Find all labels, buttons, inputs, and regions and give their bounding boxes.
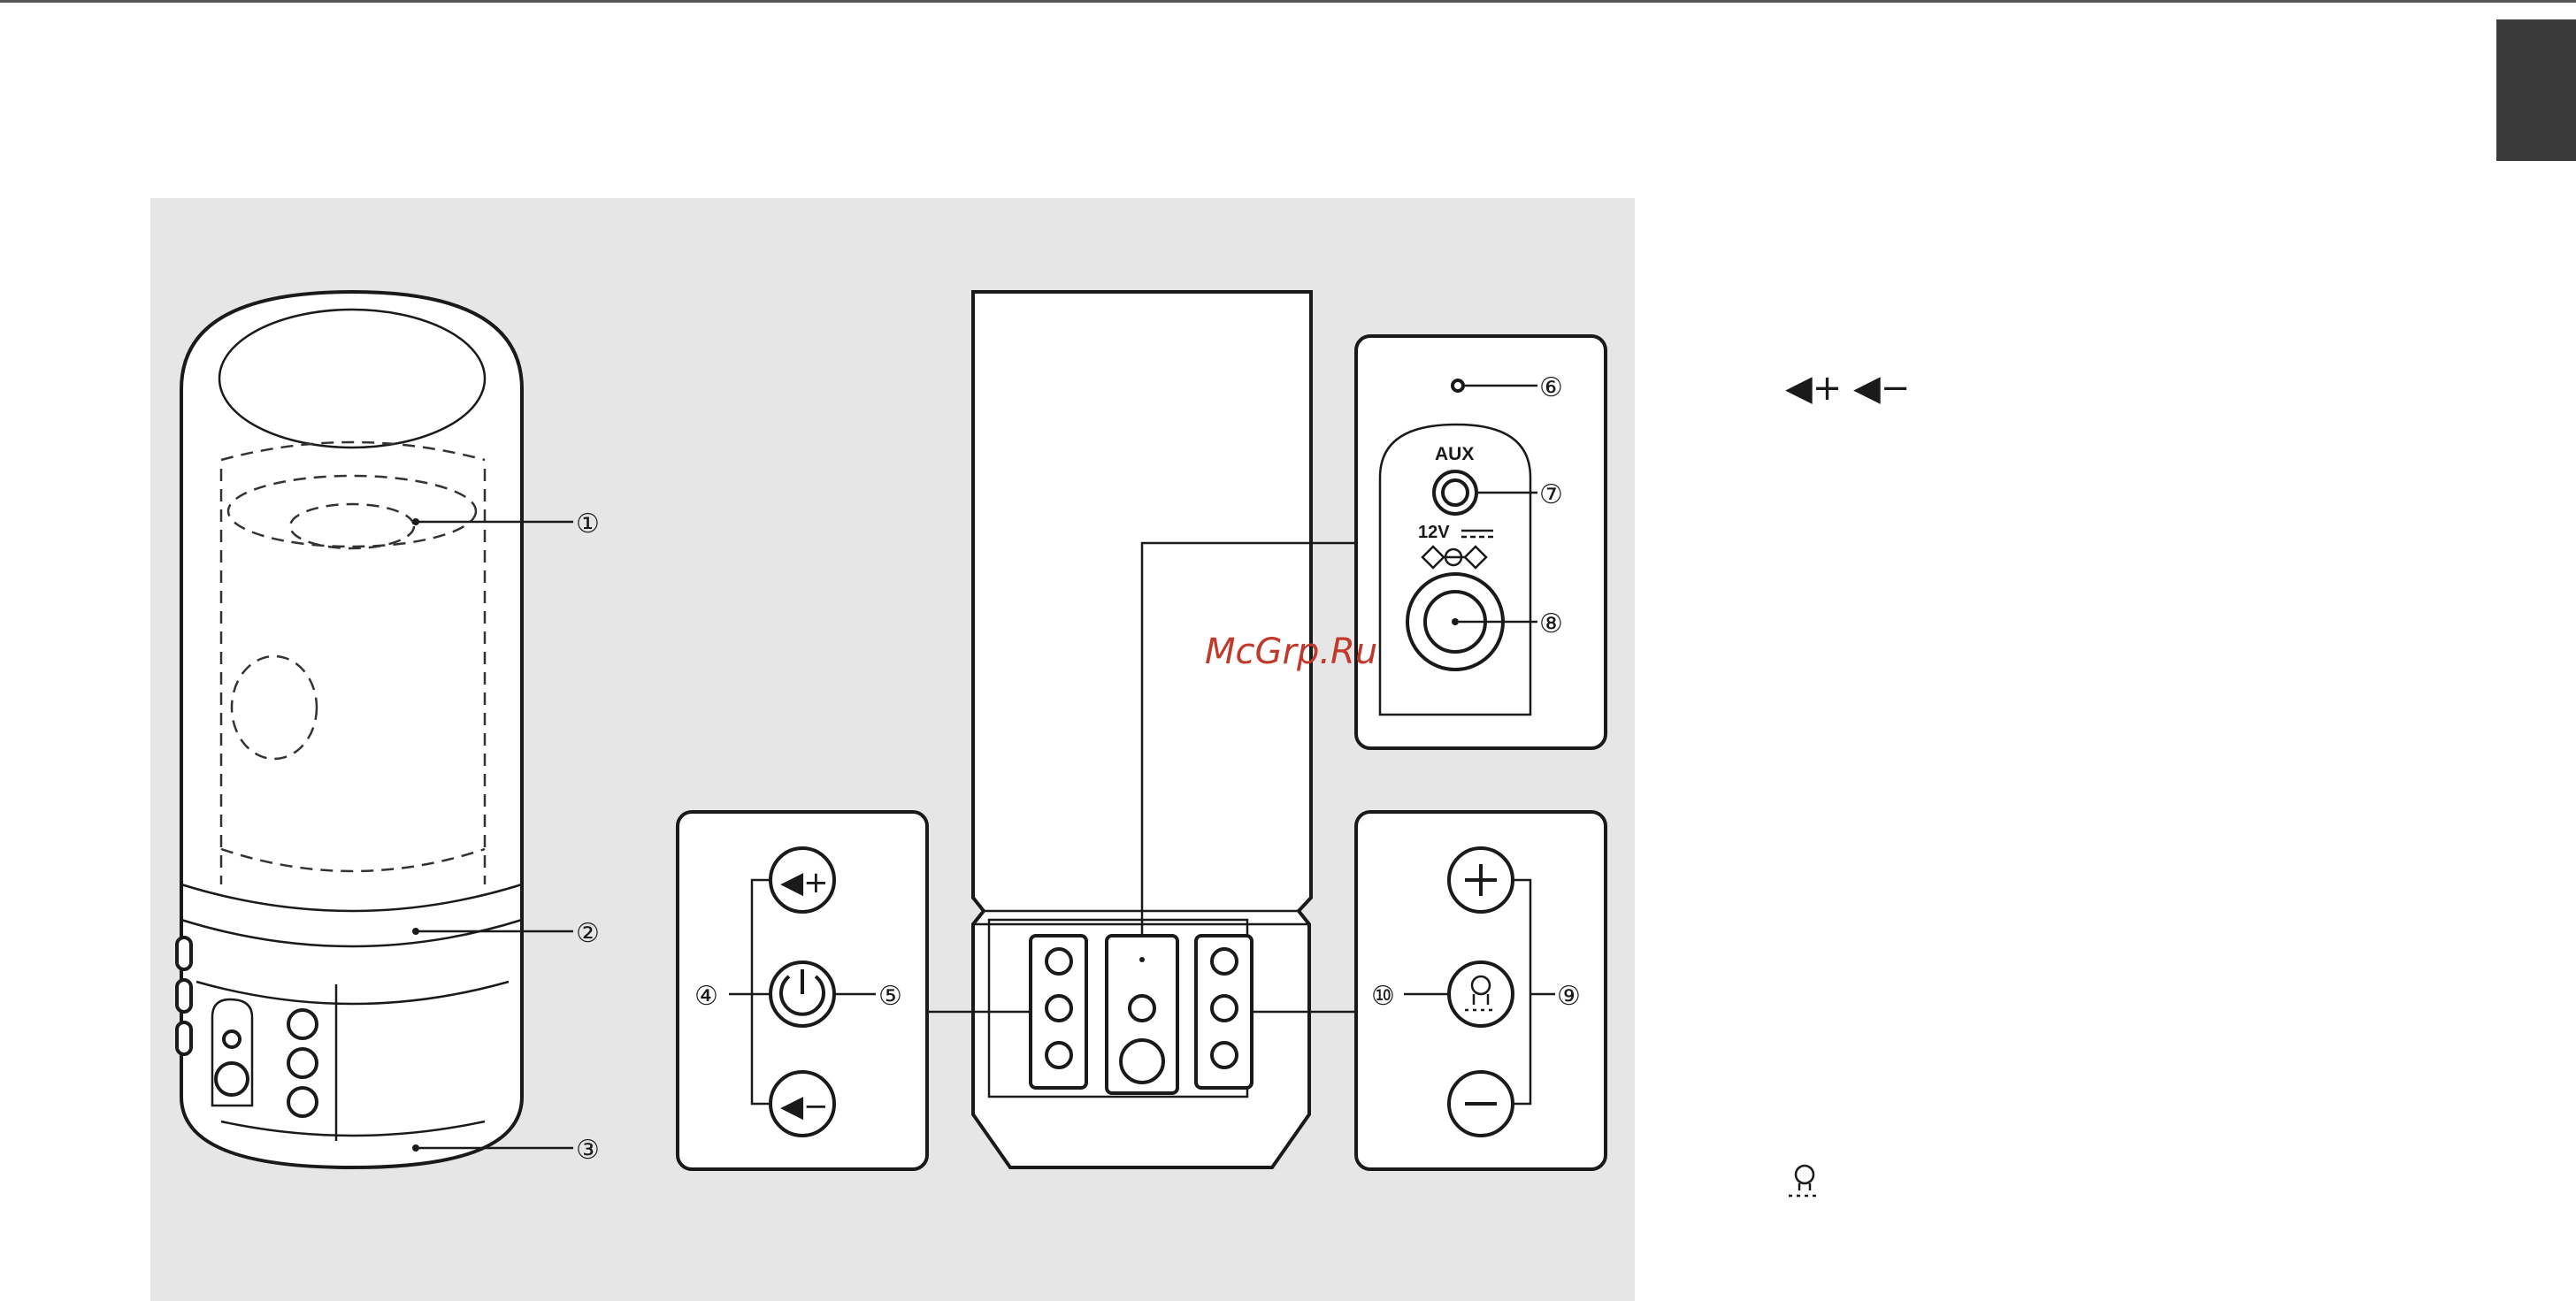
speaker-cylinder: [177, 292, 522, 1167]
power-label: 12V: [1418, 523, 1450, 542]
watermark: McGrp.Ru: [1205, 631, 1377, 672]
callout-3: ③: [576, 1135, 600, 1166]
vol-up-icon[interactable]: ◀+: [780, 865, 829, 900]
vol-down-icon[interactable]: ◀−: [780, 1089, 829, 1124]
aux-label: AUX: [1435, 444, 1474, 464]
callout-10: ⑩: [1371, 981, 1395, 1012]
callout-9: ⑨: [1557, 981, 1581, 1012]
callout-2: ②: [576, 918, 600, 949]
callout-1: ①: [576, 509, 600, 540]
callout-4: ④: [694, 981, 718, 1012]
callout-8: ⑧: [1539, 608, 1563, 639]
callout-6: ⑥: [1539, 372, 1563, 403]
inset-volume-power: ◀+ ◀− ④ ⑤: [678, 812, 927, 1169]
callout-7: ⑦: [1539, 479, 1563, 510]
callout-5: ⑤: [878, 981, 902, 1012]
bulb-icon: [1789, 1166, 1821, 1196]
inset-light-controls: ⑨ ⑩: [1356, 812, 1606, 1169]
volume-icons: ◀+ ◀−: [1785, 368, 1910, 409]
